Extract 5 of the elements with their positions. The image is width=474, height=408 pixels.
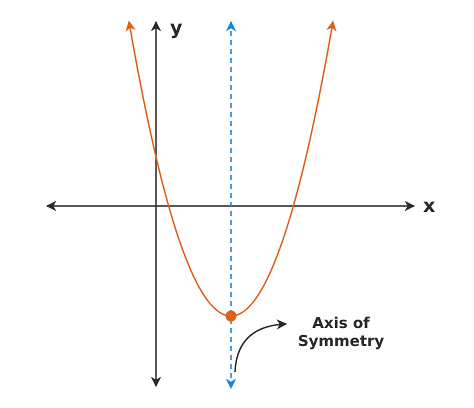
leader-line bbox=[234, 320, 288, 372]
axis-label: Axis of Symmetry bbox=[282, 314, 400, 350]
axis-name: y bbox=[170, 19, 182, 38]
axis-of-symmetry-line bbox=[226, 20, 236, 390]
axis-name: x bbox=[423, 197, 436, 216]
